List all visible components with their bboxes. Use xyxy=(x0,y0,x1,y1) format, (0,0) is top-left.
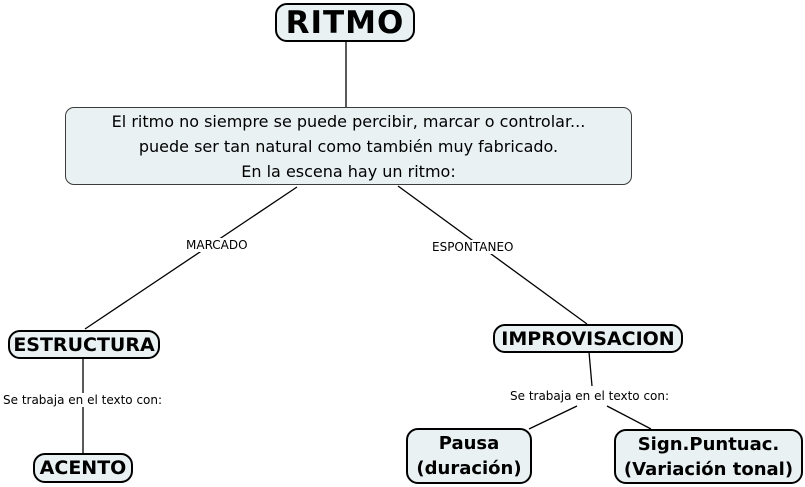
edge-label-espontaneo[interactable]: ESPONTANEO xyxy=(429,240,517,254)
node-ritmo[interactable]: RITMO xyxy=(275,3,415,42)
edge-statement-to-improvisacion xyxy=(397,185,588,325)
node-pausa[interactable]: Pausa (duración) xyxy=(406,428,532,484)
node-estructura-label: ESTRUCTURA xyxy=(13,333,155,356)
node-ritmo-label: RITMO xyxy=(285,4,405,41)
connector-label-right[interactable]: Se trabaja en el texto con: xyxy=(507,389,673,403)
node-pausa-title: Pausa xyxy=(438,433,500,454)
node-pausa-subtitle: (duración) xyxy=(416,458,522,479)
edge-label-marcado[interactable]: MARCADO xyxy=(183,238,251,252)
node-sign-puntuac[interactable]: Sign.Puntuac. (Variación tonal) xyxy=(614,429,803,484)
statement-line-2: puede ser tan natural como también muy f… xyxy=(138,136,559,156)
node-improvisacion[interactable]: IMPROVISACION xyxy=(493,324,683,353)
node-improvisacion-label: IMPROVISACION xyxy=(501,327,675,350)
node-acento-label: ACENTO xyxy=(39,457,127,479)
connector-label-left[interactable]: Se trabaja en el texto con: xyxy=(0,393,166,407)
node-statement[interactable]: El ritmo no siempre se puede percibir, m… xyxy=(65,107,632,185)
statement-line-3: En la escena hay un ritmo: xyxy=(241,161,456,181)
edge-junction-to-signpuntuac xyxy=(606,405,652,430)
statement-line-1: El ritmo no siempre se puede percibir, m… xyxy=(111,111,586,131)
edge-improvisacion-to-junction xyxy=(588,351,593,387)
edge-statement-to-estructura xyxy=(84,186,298,330)
node-sign-puntuac-subtitle: (Variación tonal) xyxy=(623,458,794,480)
node-estructura[interactable]: ESTRUCTURA xyxy=(8,330,160,359)
node-acento[interactable]: ACENTO xyxy=(33,453,133,483)
node-sign-puntuac-title: Sign.Puntuac. xyxy=(637,433,780,455)
edge-junction-to-pausa xyxy=(528,405,578,430)
